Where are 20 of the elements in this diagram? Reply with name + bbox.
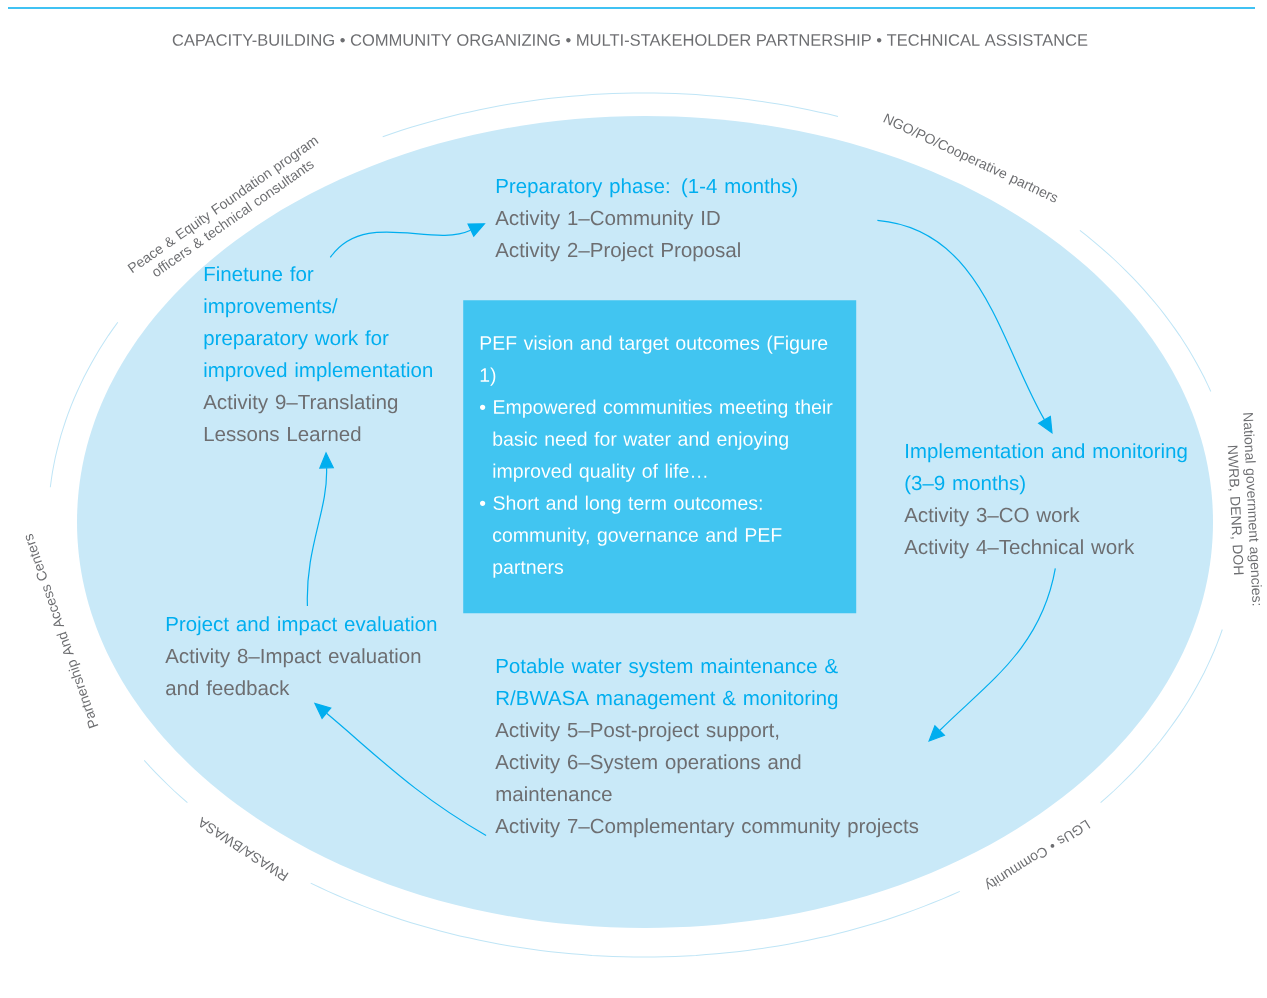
activity-text: Activity 7–Complementary community projects	[495, 818, 919, 838]
stage-heading: Finetune for improvements/ preparatory work for improved implementation	[204, 266, 432, 382]
stage-heading: Potable water system maintenance & R/BWASA management & monitoring	[496, 658, 838, 710]
activity-text: Activity 8–Impact evaluation and feedback	[165, 648, 421, 696]
activity-text: Activity 9–Translating Lessons Learned	[203, 394, 398, 442]
activity-text: Activity 5–Post-project support,	[495, 722, 779, 742]
box-heading: PEF vision and target outcomes (Figure 1)	[480, 335, 828, 386]
ring-label: National government agencies: NWRB, DENR, DOH	[1227, 413, 1262, 606]
outcome-box	[463, 300, 857, 614]
stage-heading: Preparatory phase: (1-4 months)	[496, 178, 797, 198]
activity-text: Activity 1–Community ID	[495, 210, 720, 230]
header-text: CAPACITY-BUILDING • COMMUNITY ORGANIZING • MULTI-STAKEHOLDER PARTNERSHIP • TECHNICAL ASSISTANCE	[172, 34, 1088, 46]
activity-text: Activity 6–System operations and maintenance	[495, 754, 801, 802]
activity-text: Activity 3–CO work	[904, 507, 1080, 527]
bullet-text: • Empowered communities meeting their basic need for water and enjoying improved quality of life…	[480, 399, 833, 482]
bullet-text: • Short and long term outcomes: community, governance and PEF partners	[480, 495, 782, 578]
stage-heading: Project and impact evaluation	[166, 616, 437, 636]
activity-text: Activity 4–Technical work	[904, 539, 1135, 559]
activity-text: Activity 2–Project Proposal	[495, 242, 740, 262]
stage-heading: Implementation and monitoring (3–9 months)	[905, 443, 1187, 495]
